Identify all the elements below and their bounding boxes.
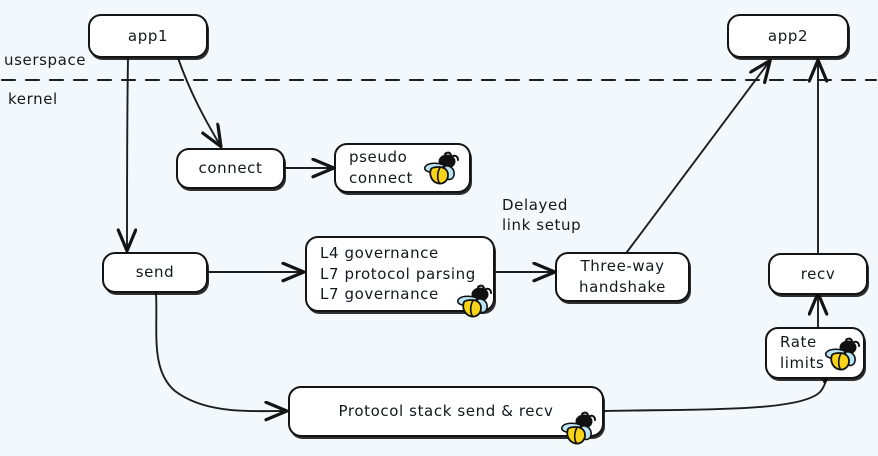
- node-three-way-handshake[interactable]: Three-way handshake: [555, 252, 690, 302]
- edge-app1-send: [127, 57, 128, 249]
- node-pseudo-connect-label: pseudo connect: [349, 148, 413, 187]
- node-protocol-stack[interactable]: Protocol stack send & recv: [288, 386, 604, 437]
- node-governance[interactable]: L4 governance L7 protocol parsing L7 gov…: [305, 236, 495, 318]
- delayed-link-setup-annotation: Delayed link setup: [502, 196, 582, 235]
- node-pseudo-connect[interactable]: pseudo connect: [334, 143, 471, 193]
- node-app1[interactable]: app1: [88, 14, 208, 58]
- node-send-label: send: [135, 263, 175, 282]
- node-three-way-handshake-label: Three-way handshake: [578, 257, 667, 296]
- node-app2[interactable]: app2: [727, 14, 849, 58]
- edge-handshake-app2: [626, 62, 769, 253]
- ebpf-bee-icon: [557, 411, 597, 447]
- node-app2-label: app2: [767, 26, 809, 45]
- node-protocol-stack-label: Protocol stack send & recv: [338, 402, 554, 421]
- node-rate-limits-label: Rate limits: [780, 333, 825, 372]
- node-app1-label: app1: [127, 26, 169, 45]
- node-connect-label: connect: [198, 159, 263, 178]
- node-recv[interactable]: recv: [768, 253, 868, 295]
- edge-app1-connect: [177, 57, 220, 145]
- edge-send-protocolstack: [155, 292, 285, 411]
- edge-protocolstack-ratelimits: [603, 374, 827, 412]
- ebpf-bee-icon: [420, 151, 460, 187]
- node-send[interactable]: send: [102, 252, 208, 293]
- node-recv-label: recv: [800, 264, 836, 283]
- node-rate-limits[interactable]: Rate limits: [765, 327, 865, 379]
- ebpf-bee-icon: [453, 284, 493, 320]
- ebpf-bee-icon: [821, 337, 861, 373]
- node-connect[interactable]: connect: [176, 148, 285, 189]
- kernel-label: kernel: [8, 90, 58, 108]
- userspace-label: userspace: [4, 51, 87, 69]
- node-governance-label: L4 governance L7 protocol parsing L7 gov…: [320, 243, 476, 304]
